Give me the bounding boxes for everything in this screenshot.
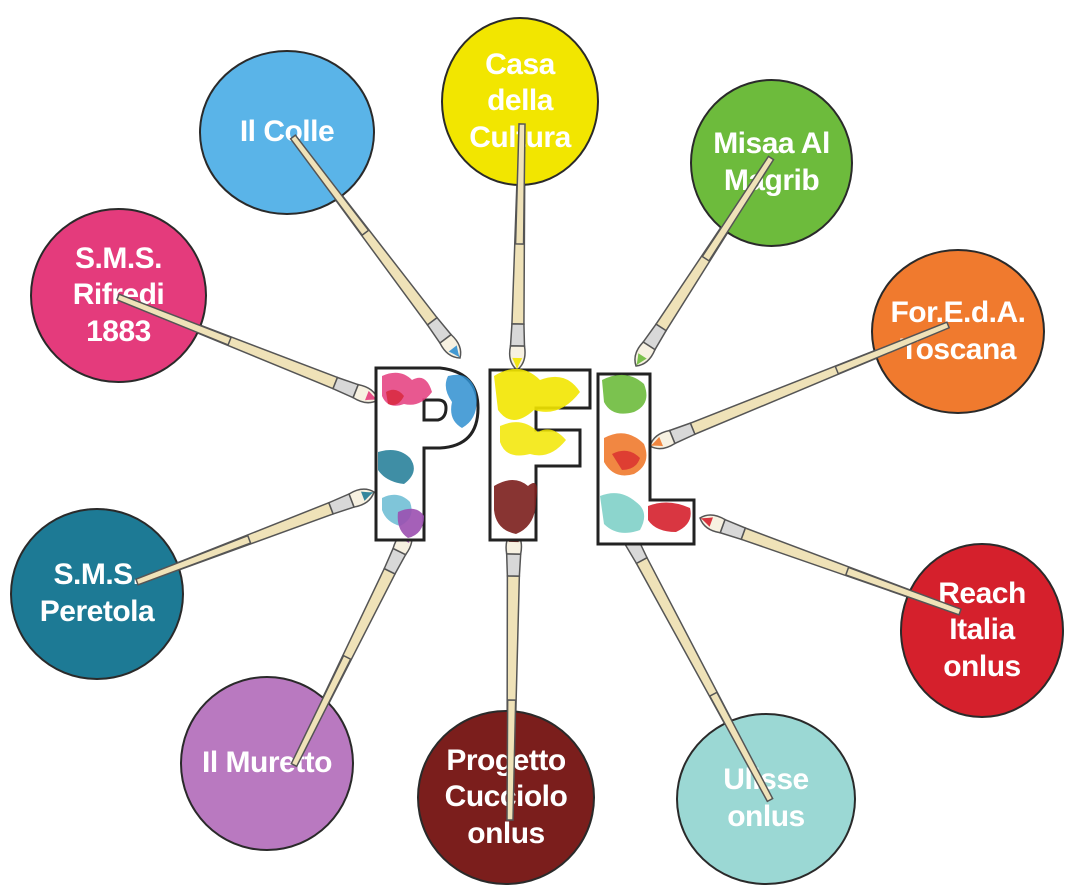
brush-paint — [512, 357, 523, 370]
circle-progetto-cucciolo-onlus: Progetto Cucciolo onlus — [417, 710, 595, 885]
label-reach-italia-onlus: Reach Italia onlus — [938, 576, 1026, 683]
label-misaa-al-magrib: Misaa Al Magrib — [713, 127, 830, 197]
circle-casa-della-cultura: Casa della Cultura — [441, 17, 599, 186]
label-ulisse-onlus: Ulisse onlus — [723, 763, 809, 833]
label-il-muretto: Il Muretto — [202, 746, 333, 780]
label-foreda-toscana: For.E.d.A. Toscana — [890, 295, 1026, 366]
circle-sms-rifredi-1883: S.M.S. Rifredi 1883 — [30, 208, 207, 383]
label-il-colle: Il Colle — [239, 115, 335, 149]
brush-paint — [700, 517, 713, 527]
brush-paint — [650, 436, 663, 447]
pfl-logo — [374, 366, 696, 546]
logo-letter-f — [488, 368, 592, 542]
circle-sms-peretola: S.M.S. Peretola — [10, 508, 184, 680]
brush-ferrule — [505, 553, 522, 577]
brush-paint — [636, 353, 647, 366]
logo-letter-l — [596, 372, 696, 546]
brush-paint — [361, 491, 374, 501]
circle-il-muretto: Il Muretto — [180, 676, 354, 851]
circle-foreda-toscana: For.E.d.A. Toscana — [871, 249, 1045, 414]
label-sms-rifredi-1883: S.M.S. Rifredi 1883 — [72, 241, 165, 348]
label-casa-della-cultura: Casa della Cultura — [469, 47, 571, 154]
circle-misaa-al-magrib: Misaa Al Magrib — [690, 79, 853, 247]
label-progetto-cucciolo-onlus: Progetto Cucciolo onlus — [444, 743, 568, 850]
circle-il-colle: Il Colle — [199, 50, 375, 215]
label-sms-peretola: S.M.S. Peretola — [39, 558, 155, 628]
circle-ulisse-onlus: Ulisse onlus — [676, 713, 856, 885]
brush-ferrule — [509, 323, 526, 347]
brush-paint — [448, 345, 460, 358]
logo-letter-p — [374, 366, 480, 542]
circle-reach-italia-onlus: Reach Italia onlus — [900, 543, 1064, 718]
